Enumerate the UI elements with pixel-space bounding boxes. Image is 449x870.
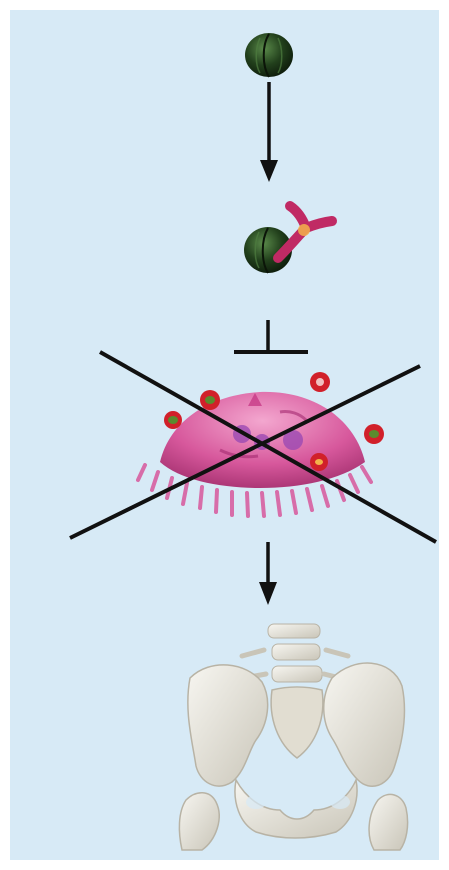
antibody-bound-seed-icon [244, 206, 332, 273]
arrow-1 [260, 82, 278, 182]
cross-out-mark [70, 352, 436, 542]
pelvis-bone-icon [179, 624, 407, 850]
diagram-panel [10, 10, 439, 860]
arrow-2 [259, 542, 277, 605]
green-seed-icon [245, 33, 293, 77]
inhibition-bar [234, 320, 308, 352]
antibody-icon [278, 206, 332, 258]
